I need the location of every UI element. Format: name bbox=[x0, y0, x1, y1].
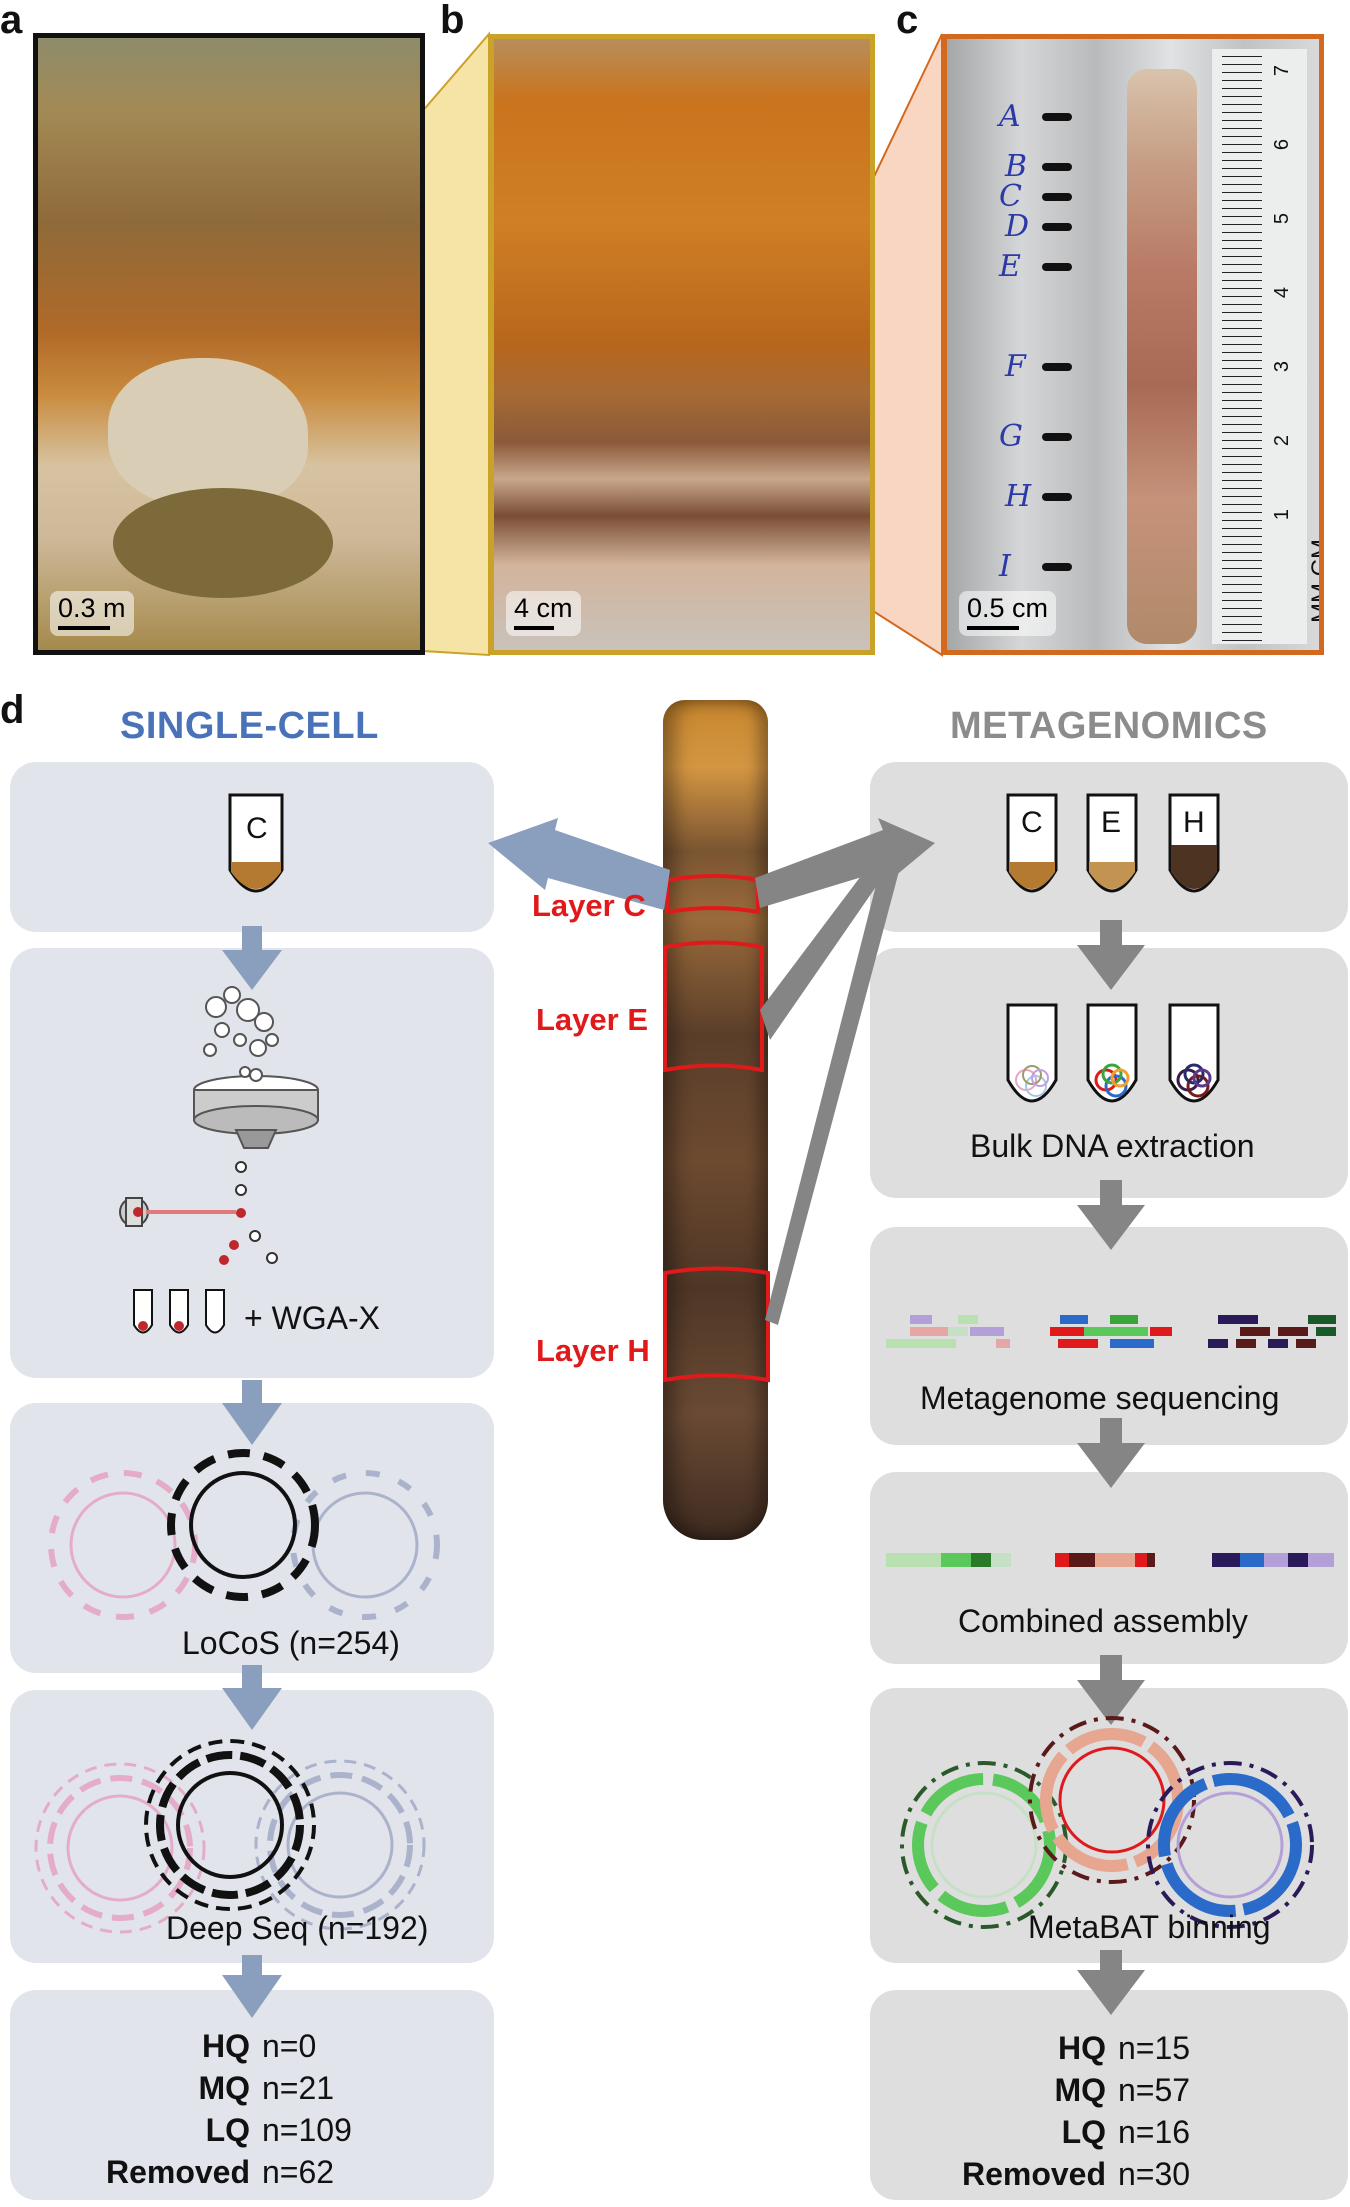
laser-icon bbox=[119, 1197, 236, 1227]
locos-label: LoCoS (n=254) bbox=[182, 1625, 400, 1661]
marker-letter: I bbox=[999, 549, 1011, 584]
core-sample-strip bbox=[1127, 69, 1197, 644]
pool bbox=[113, 488, 333, 598]
sc-tube-label: C bbox=[246, 812, 268, 845]
rock bbox=[108, 358, 308, 508]
metagenomics-title: METAGENOMICS bbox=[950, 705, 1268, 747]
marker-letter: E bbox=[999, 249, 1021, 284]
sc-stat-value: n=0 bbox=[262, 2028, 317, 2064]
sc-sample-tube bbox=[228, 793, 284, 893]
sequencing-reads bbox=[886, 1315, 1336, 1348]
mg-stat-row: Removed n=30 bbox=[916, 2156, 1190, 2193]
metagenomics-arrows bbox=[755, 818, 935, 1325]
mg-flow-arrows bbox=[1077, 920, 1145, 2015]
marker-line bbox=[1042, 263, 1072, 271]
cell-sorter-icon bbox=[193, 986, 319, 1149]
marker-letter: G bbox=[999, 419, 1023, 454]
panel-a-hot-spring-photo: 0.3 m bbox=[33, 33, 425, 655]
marker-line bbox=[1042, 163, 1072, 171]
mg-stat-row: HQ n=15 bbox=[916, 2030, 1190, 2067]
sc-flow-arrows bbox=[222, 926, 282, 2018]
mg-stat-value: n=16 bbox=[1118, 2114, 1191, 2150]
layer-c-label: Layer C bbox=[532, 888, 646, 923]
panel-b-letter: b bbox=[440, 0, 465, 42]
sediment-core bbox=[663, 700, 768, 1540]
mg-stat-key: LQ bbox=[1061, 2114, 1106, 2150]
marker-letter: H bbox=[1005, 479, 1032, 514]
panel-b-scale: 4 cm bbox=[506, 591, 581, 636]
sc-stat-row: LQ n=109 bbox=[60, 2112, 352, 2149]
mg-sample-tubes bbox=[1006, 793, 1220, 893]
sc-stat-row: HQ n=0 bbox=[60, 2028, 316, 2065]
sc-stat-row: Removed n=62 bbox=[60, 2154, 334, 2191]
mg-stat-key: Removed bbox=[961, 2156, 1106, 2192]
layer-h-label: Layer H bbox=[536, 1333, 650, 1368]
metagenome-sequencing-label: Metagenome sequencing bbox=[920, 1380, 1280, 1416]
mg-tube-label-c: C bbox=[1021, 806, 1043, 839]
single-cell-title: SINGLE-CELL bbox=[120, 705, 379, 747]
sc-stat-key: Removed bbox=[105, 2154, 250, 2190]
collection-tubes bbox=[133, 1289, 225, 1334]
sc-locos-box bbox=[10, 1403, 494, 1673]
mg-stat-key: MQ bbox=[1054, 2072, 1106, 2108]
mg-stat-row: LQ n=16 bbox=[916, 2114, 1191, 2151]
sc-stat-key: MQ bbox=[198, 2070, 250, 2106]
sc-deepseq-box bbox=[10, 1690, 494, 1963]
mg-tube-label-e: E bbox=[1101, 806, 1122, 839]
marker-line bbox=[1042, 493, 1072, 501]
marker-line bbox=[1042, 363, 1072, 371]
layer-h-outline bbox=[663, 1266, 770, 1383]
bulk-dna-extraction-label: Bulk DNA extraction bbox=[970, 1128, 1255, 1164]
combined-assembly-label: Combined assembly bbox=[958, 1603, 1248, 1639]
layer-e-outline bbox=[663, 940, 764, 1073]
single-cell-arrow bbox=[488, 818, 670, 910]
mg-tube-label-h: H bbox=[1183, 806, 1205, 839]
marker-line bbox=[1042, 113, 1072, 121]
panel-d-letter: d bbox=[0, 688, 25, 732]
sc-stat-value: n=109 bbox=[262, 2112, 352, 2148]
panel-a-scale: 0.3 m bbox=[50, 591, 134, 636]
mg-stats-box bbox=[870, 1990, 1348, 2200]
marker-line bbox=[1042, 223, 1072, 231]
droplets bbox=[219, 1161, 278, 1265]
marker-letter: A bbox=[999, 99, 1021, 134]
layer-c-outline bbox=[665, 874, 760, 915]
panel-b-microbial-mat-photo: 4 cm bbox=[489, 34, 875, 655]
deepseq-label: Deep Seq (n=192) bbox=[166, 1910, 429, 1946]
panel-a-letter: a bbox=[0, 0, 23, 42]
ruler bbox=[1212, 49, 1307, 644]
dna-extraction-tubes bbox=[1006, 1003, 1220, 1103]
mg-stat-value: n=57 bbox=[1118, 2072, 1191, 2108]
marker-line bbox=[1042, 193, 1072, 201]
mg-stat-row: MQ n=57 bbox=[916, 2072, 1190, 2109]
marker-letter: F bbox=[1005, 349, 1026, 384]
sc-stat-key: HQ bbox=[202, 2028, 250, 2064]
metabat-binning-label: MetaBAT binning bbox=[1028, 1909, 1271, 1945]
mg-stat-value: n=30 bbox=[1118, 2156, 1191, 2192]
marker-line bbox=[1042, 563, 1072, 571]
marker-line bbox=[1042, 433, 1072, 441]
metabat-bin-circles bbox=[900, 1716, 1314, 1929]
marker-letter: D bbox=[1005, 209, 1030, 244]
mg-stat-value: n=15 bbox=[1118, 2030, 1191, 2066]
mg-assembly-box bbox=[870, 1472, 1348, 1664]
wga-x-label: + WGA-X bbox=[244, 1300, 381, 1336]
layer-e-label: Layer E bbox=[536, 1002, 649, 1037]
sc-stats-box bbox=[10, 1990, 494, 2200]
sc-stat-row: MQ n=21 bbox=[60, 2070, 334, 2107]
panel-c-scale: 0.5 cm bbox=[959, 591, 1057, 636]
sc-stat-key: LQ bbox=[205, 2112, 250, 2148]
sc-stat-value: n=21 bbox=[262, 2070, 335, 2106]
marker-letter: C bbox=[999, 179, 1022, 214]
marker-letter: B bbox=[1005, 149, 1028, 184]
locos-genome-circles bbox=[48, 1449, 440, 1620]
mg-stat-key: HQ bbox=[1058, 2030, 1106, 2066]
panel-c-letter: c bbox=[896, 0, 919, 42]
assembled-contigs bbox=[886, 1553, 1334, 1567]
deepseq-genome-circles bbox=[34, 1739, 426, 1934]
sc-stat-value: n=62 bbox=[262, 2154, 335, 2190]
